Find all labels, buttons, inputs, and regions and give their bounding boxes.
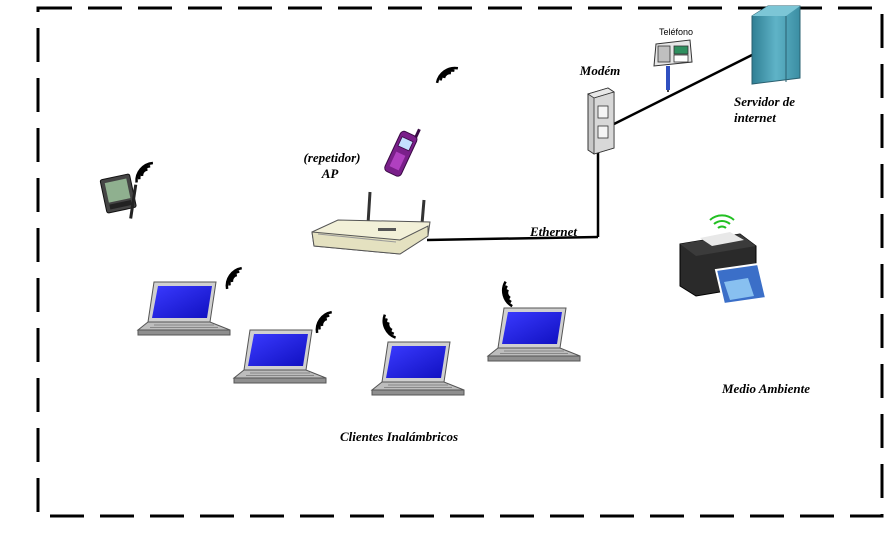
- label-modem: Modém: [579, 63, 620, 78]
- pda-icon: [99, 161, 156, 219]
- router-icon: [311, 191, 431, 255]
- modem-server-cable: [613, 53, 753, 126]
- label-medio-ambiente: Medio Ambiente: [721, 381, 810, 396]
- printer-icon: [679, 214, 768, 306]
- laptop-icon: [137, 266, 247, 336]
- label-clientes-inalambricos: Clientes Inalámbricos: [340, 429, 458, 444]
- laptop-icon: [233, 310, 337, 384]
- modem-icon: [587, 87, 615, 155]
- label-repetidor: (repetidor): [303, 150, 360, 165]
- label-servidor-line1: Servidor de: [734, 94, 795, 109]
- telephone-icon: [653, 39, 693, 90]
- label-servidor-line2: internet: [734, 110, 776, 125]
- ethernet-cable: [426, 235, 599, 242]
- label-telefono: Teléfono: [659, 27, 693, 37]
- label-ethernet: Ethernet: [529, 224, 577, 239]
- server-icon: [751, 5, 801, 85]
- environment-boundary: [36, 6, 884, 518]
- label-ap: AP: [321, 166, 340, 181]
- laptop-icon: [487, 280, 581, 362]
- laptop-icon: [371, 313, 465, 396]
- mobile-phone-icon: [384, 63, 460, 177]
